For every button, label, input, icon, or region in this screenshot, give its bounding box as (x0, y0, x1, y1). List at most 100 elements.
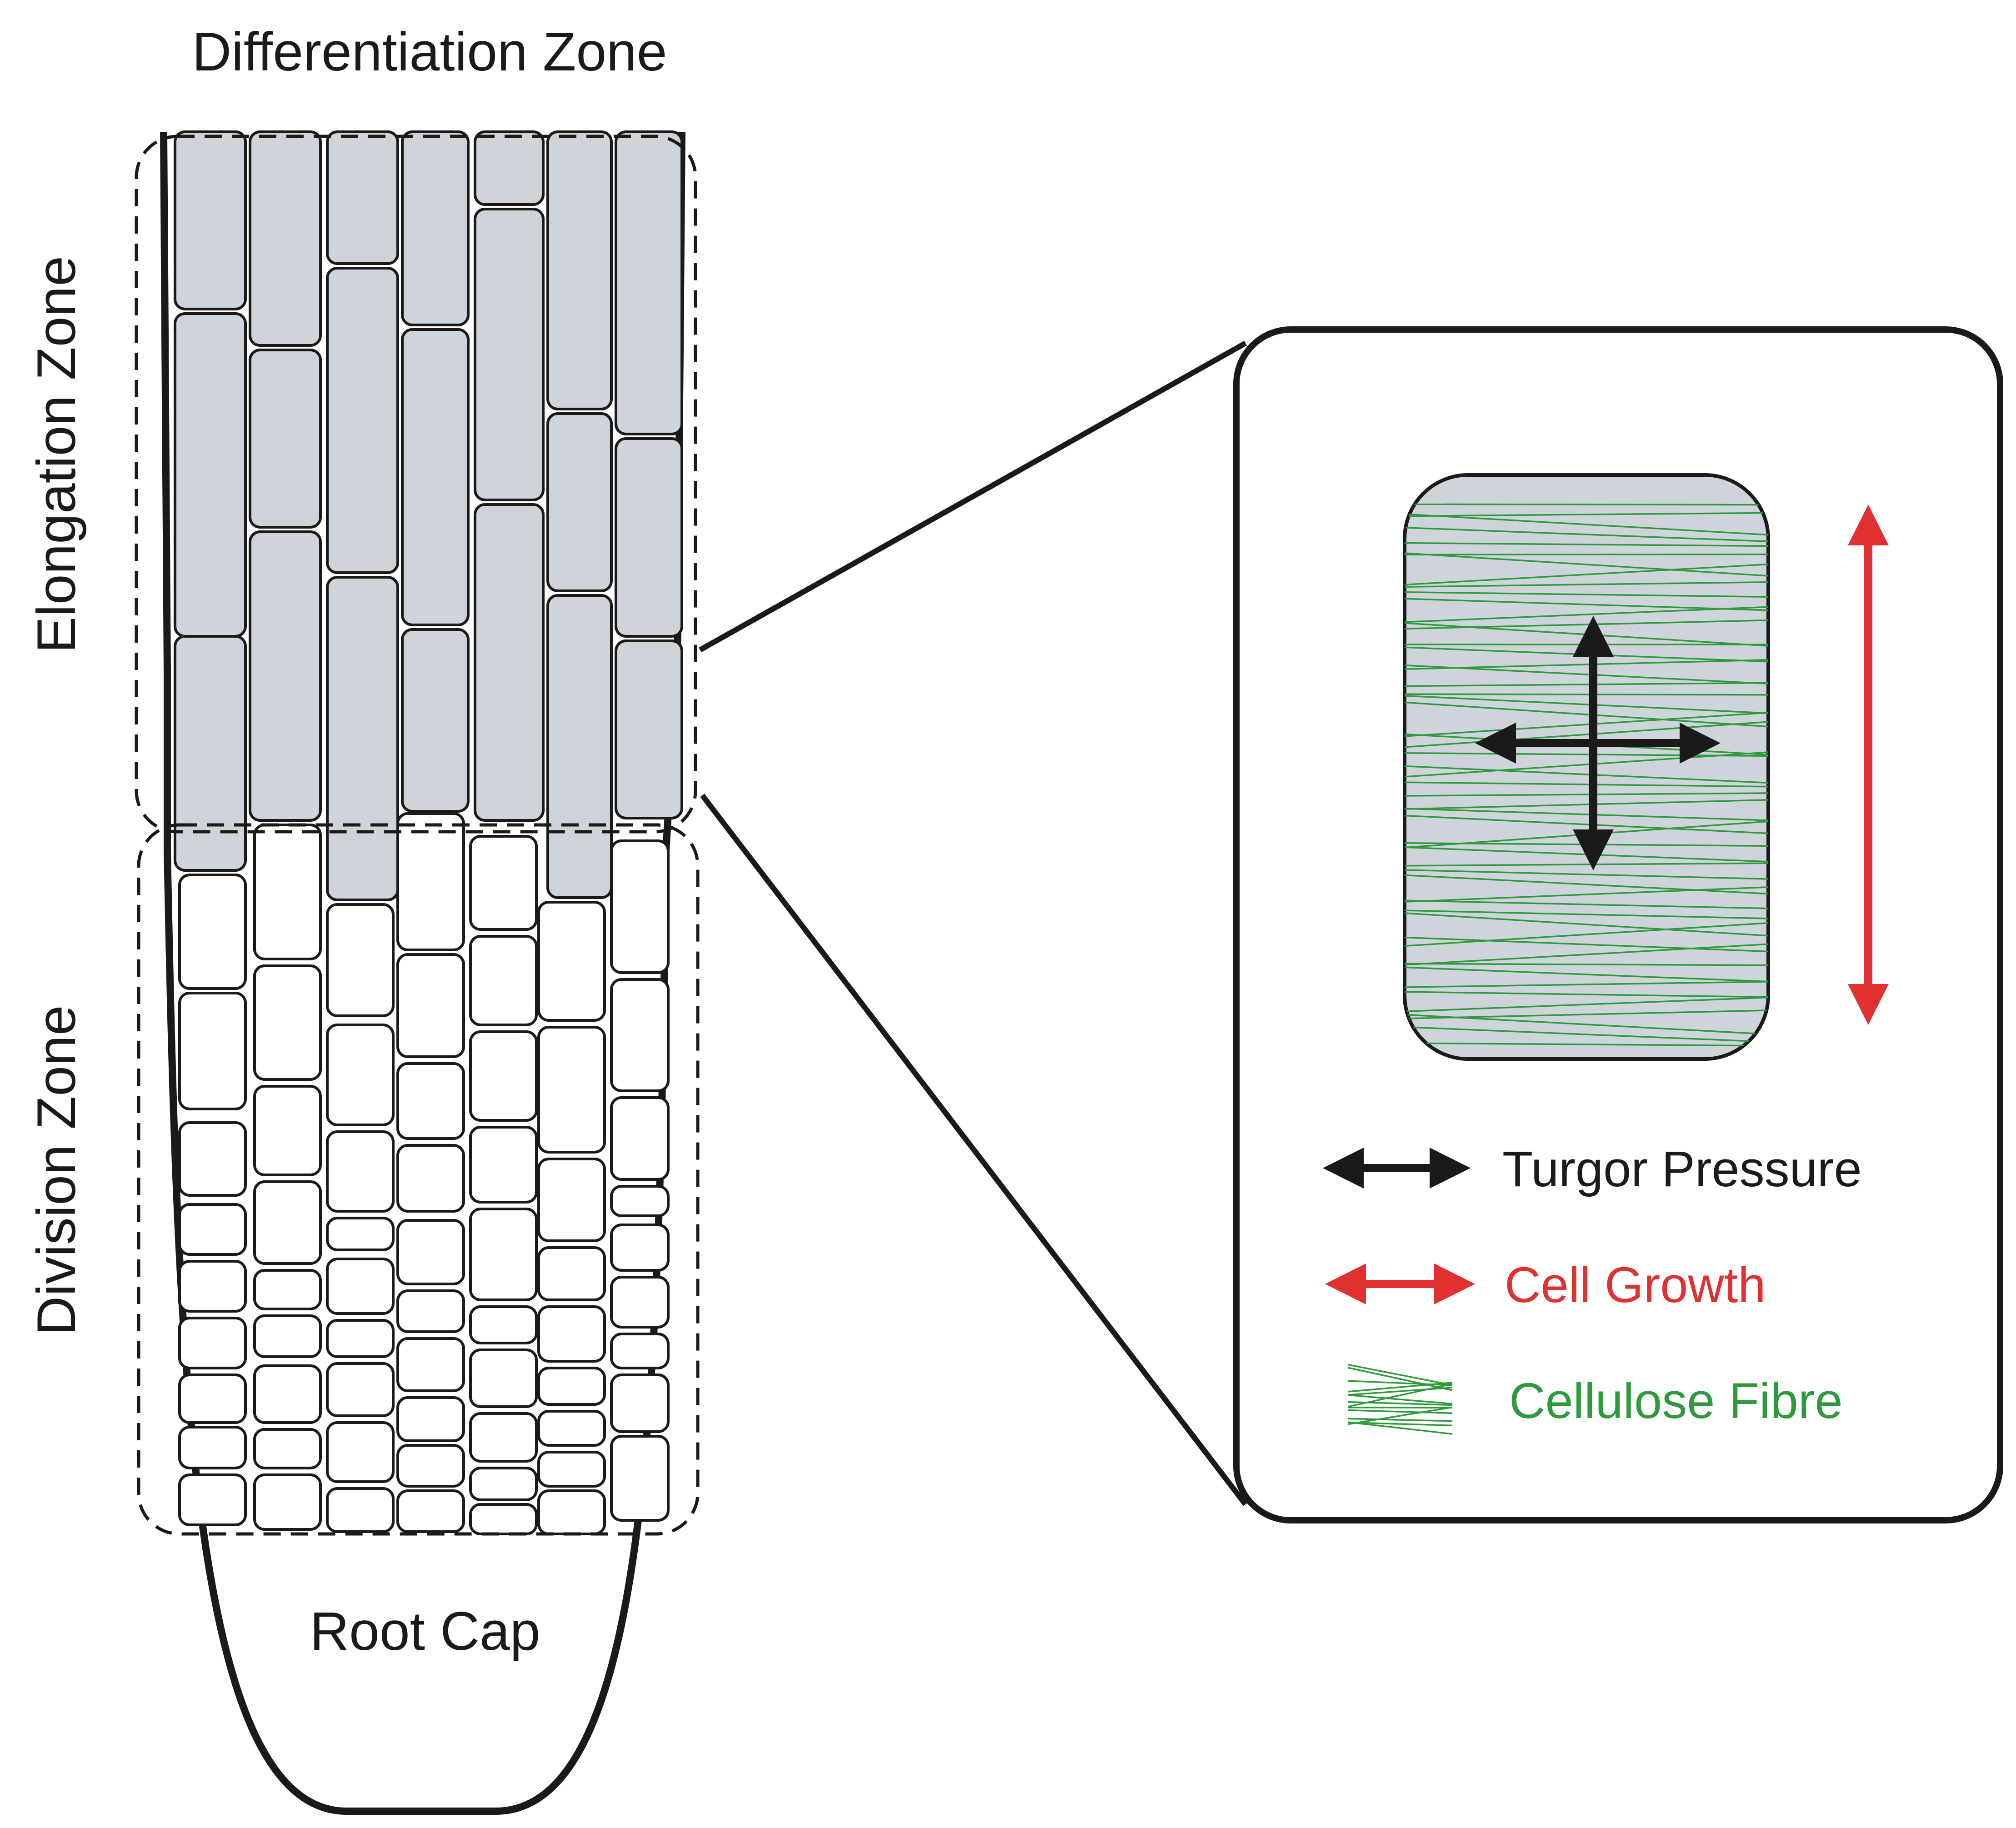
division-cells (180, 814, 668, 1534)
differentiation-zone-label: Differentiation Zone (192, 21, 667, 82)
dividing-cell (398, 1064, 464, 1139)
legend-fibre-label: Cellulose Fibre (1509, 1373, 1843, 1429)
dividing-cell (255, 1270, 320, 1309)
legend-growth-label: Cell Growth (1505, 1257, 1766, 1313)
dividing-cell (611, 979, 668, 1091)
dividing-cell (470, 1504, 536, 1534)
dividing-cell (180, 993, 245, 1109)
elongated-cell (616, 439, 682, 636)
dividing-cell (255, 1086, 320, 1175)
dividing-cell (539, 1411, 605, 1445)
elongated-cell (616, 132, 682, 434)
dividing-cell (327, 1364, 393, 1416)
dividing-cell (327, 1423, 393, 1482)
cellulose-fibre-line (1402, 554, 1771, 555)
dividing-cell (398, 1339, 464, 1391)
dividing-cell (611, 841, 668, 973)
dividing-cell (398, 1220, 464, 1284)
dividing-cell (327, 904, 393, 1016)
dividing-cell (539, 1159, 605, 1241)
dividing-cell (398, 1398, 464, 1441)
dividing-cell (611, 1277, 668, 1327)
dividing-cell (470, 836, 536, 929)
dividing-cell (327, 1488, 393, 1532)
dividing-cell (611, 1225, 668, 1270)
dividing-cell (327, 1132, 393, 1211)
dividing-cell (255, 1475, 320, 1529)
root-cap-label: Root Cap (310, 1601, 540, 1662)
elongated-cell (402, 132, 468, 325)
dividing-cell (180, 1427, 245, 1468)
legend-turgor-label: Turgor Pressure (1502, 1141, 1862, 1197)
dividing-cell (539, 1452, 605, 1486)
dividing-cell (611, 1334, 668, 1368)
dividing-cell (539, 902, 605, 1020)
elongated-cell (250, 132, 320, 345)
elongated-cell (175, 314, 245, 636)
dividing-cell (398, 1445, 464, 1486)
division-zone-label: Division Zone (26, 1005, 87, 1336)
dividing-cell (255, 966, 320, 1079)
dividing-cell (180, 1123, 245, 1195)
elongated-cell (402, 629, 468, 811)
zoom-line-bottom (702, 795, 1246, 1504)
magnified-cell (1405, 475, 1768, 1059)
elongated-cell (475, 132, 543, 205)
dividing-cell (327, 1025, 393, 1125)
dividing-cell (180, 1475, 245, 1525)
cellulose-fibre-line (1402, 694, 1771, 695)
dividing-cell (398, 1291, 464, 1332)
dividing-cell (470, 1307, 536, 1343)
elongated-cell (250, 532, 320, 820)
dividing-cell (611, 1375, 668, 1432)
dividing-cell (255, 1316, 320, 1357)
dividing-cell (255, 825, 320, 959)
dividing-cell (255, 1429, 320, 1468)
elongation-zone-label: Elongation Zone (26, 256, 87, 653)
dividing-cell (470, 1468, 536, 1500)
dividing-cell (398, 814, 464, 950)
dividing-cell (398, 1145, 464, 1211)
dividing-cell (539, 1491, 605, 1534)
dividing-cell (611, 1098, 668, 1179)
elongated-cell (475, 209, 543, 500)
elongated-cell (548, 414, 611, 591)
elongated-cell (327, 268, 398, 573)
dividing-cell (180, 1375, 245, 1423)
elongated-cell (475, 504, 543, 820)
dividing-cell (470, 1413, 536, 1461)
dividing-cell (255, 1182, 320, 1264)
dividing-cell (539, 1368, 605, 1404)
dividing-cell (470, 1350, 536, 1407)
elongated-cell (548, 132, 611, 409)
elongated-cell (175, 132, 245, 309)
dividing-cell (180, 1318, 245, 1368)
dividing-cell (327, 1259, 393, 1314)
dividing-cell (470, 936, 536, 1025)
dividing-cell (539, 1248, 605, 1300)
dividing-cell (398, 954, 464, 1057)
dividing-cell (611, 1436, 668, 1520)
dividing-cell (255, 1366, 320, 1423)
dividing-cell (539, 1307, 605, 1361)
elongated-cell (616, 641, 682, 818)
dividing-cell (470, 1032, 536, 1120)
dividing-cell (327, 1320, 393, 1357)
elongated-cell (175, 636, 245, 870)
dividing-cell (180, 875, 245, 989)
dividing-cell (327, 1218, 393, 1250)
elongated-cell (548, 595, 611, 898)
elongation-cells (175, 132, 682, 900)
zoom-line-top (700, 343, 1246, 650)
elongated-cell (327, 577, 398, 900)
dividing-cell (539, 1027, 605, 1152)
dividing-cell (180, 1261, 245, 1311)
elongated-cell (250, 350, 320, 527)
dividing-cell (180, 1204, 245, 1254)
dividing-cell (611, 1186, 668, 1216)
dividing-cell (470, 1209, 536, 1300)
dividing-cell (470, 1127, 536, 1202)
elongated-cell (402, 330, 468, 625)
